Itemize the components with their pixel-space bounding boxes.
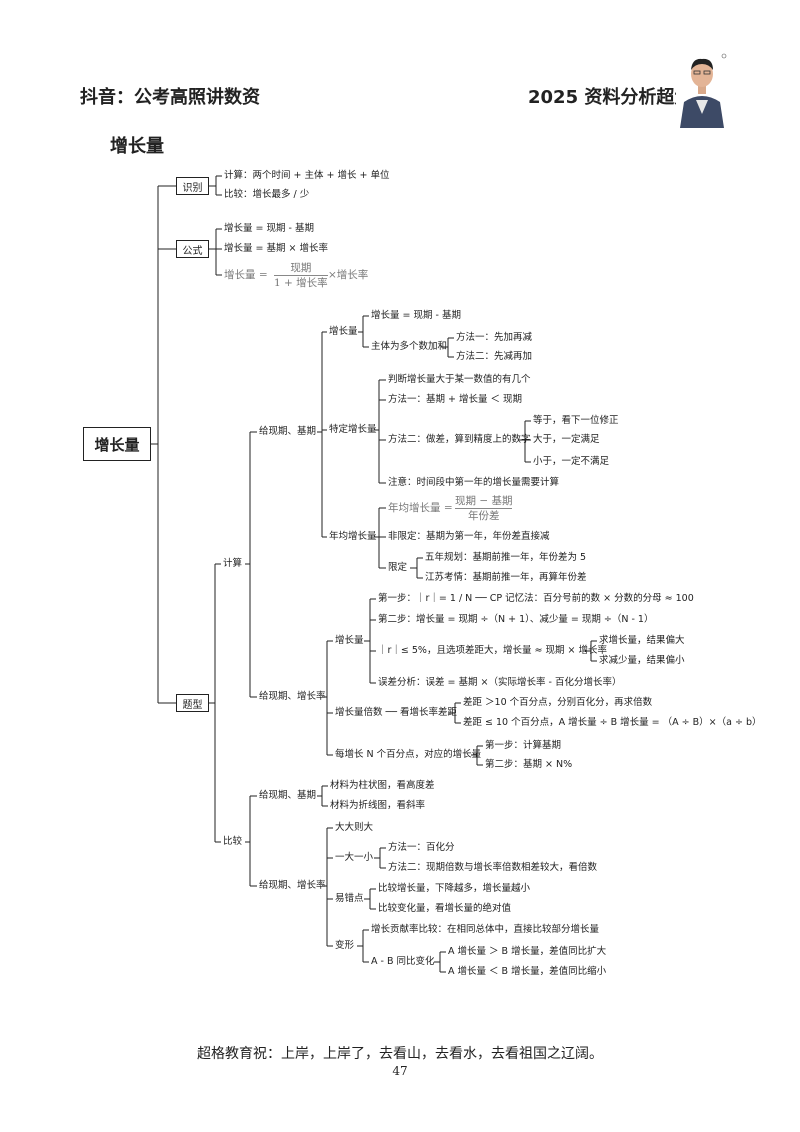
node-zzl-a: 增长量 (329, 326, 358, 337)
node-yd: 一大一小 (335, 852, 374, 863)
zzl-a-method-1: 方法一：先加再减 (456, 332, 533, 343)
tdzzl-item-3a: 等于，看下一位修正 (533, 415, 619, 426)
njzzl-nonlimited: 非限定：基期为第一年，年份差直接减 (388, 531, 550, 542)
mz-step-2: 第二步：基期 × N% (485, 759, 573, 770)
yd-method-2: 方法二：现期倍数与增长率倍数相差较大，看倍数 (388, 862, 598, 873)
yd-method-1: 方法一：百化分 (388, 842, 455, 853)
gongshi-item-2: 增长量 = 基期 × 增长率 (224, 243, 328, 254)
njzzl-formula-fraction: 现期 − 基期 年份差 (455, 495, 513, 522)
zzl-b-step-3a: 求增长量，结果偏大 (599, 635, 685, 646)
node-ab: A - B 同比变化 (371, 956, 435, 967)
node-ycd: 易错点 (335, 893, 364, 904)
njzzl-formula-lhs: 年均增长量 = (388, 502, 453, 514)
zzl-b-step-3b: 求减少量，结果偏小 (599, 655, 685, 666)
gongshi-formula-fraction: 现期 1 + 增长率 (274, 262, 328, 289)
node-bx: 变形 (335, 940, 355, 951)
gongshi-formula-denominator: 1 + 增长率 (274, 277, 328, 289)
njzzl-formula-numerator: 现期 − 基期 (455, 495, 513, 507)
zzl-b-step-2: 第二步：增长量 = 现期 ÷（N + 1）、减少量 = 现期 ÷（N - 1） (378, 614, 654, 625)
tdzzl-item-3c: 小于，一定不满足 (533, 456, 610, 467)
mz-step-1: 第一步：计算基期 (485, 740, 562, 751)
gongshi-formula-numerator: 现期 (290, 262, 312, 274)
tdzzl-item-3: 方法二：做差，算到精度上的数字 (388, 434, 531, 445)
zzl-a-method-2: 方法二：先减再加 (456, 351, 533, 362)
bx-item-1: 增长贡献率比较：在相同总体中，直接比较部分增长量 (371, 924, 600, 935)
node-bijiao-b: 给现期、增长率 (259, 880, 326, 891)
gongshi-item-1: 增长量 = 现期 - 基期 (224, 223, 314, 234)
root-node-box: 增长量 (83, 427, 151, 461)
bs-item-2: 差距 ≤ 10 个百分点，A 增长量 ÷ B 增长量 = （A ÷ B）×（a … (463, 717, 762, 728)
tdzzl-item-4: 注意：时间段中第一年的增长量需要计算 (388, 477, 560, 488)
zzl-b-step-1: 第一步：｜r｜= 1 / N ── CP 记忆法：百分号前的数 × 分数的分母 … (378, 593, 694, 604)
node-njzzl: 年均增长量 (329, 531, 377, 542)
node-jisuan-a: 给现期、基期 (259, 426, 317, 437)
shibie-item-compare: 比较：增长最多 / 少 (224, 189, 310, 200)
node-bs: 增长量倍数 ── 看增长率差距 (335, 707, 457, 718)
njzzl-limited-b: 江苏考情：基期前推一年，再算年份差 (425, 572, 587, 583)
bijiao-b-item-1: 大大则大 (335, 822, 374, 833)
ycd-item-2: 比较变化量，看增长量的绝对值 (378, 903, 512, 914)
node-mz: 每增长 N 个百分点，对应的增长量 (335, 749, 482, 760)
gongshi-formula-lhs: 增长量 = (224, 269, 268, 281)
ycd-item-1: 比较增长量，下降越多，增长量越小 (378, 883, 531, 894)
zzl-b-error: 误差分析：误差 = 基期 ×（实际增长率 - 百化分增长率） (378, 677, 622, 688)
bijiao-a-item-2: 材料为折线图，看斜率 (330, 800, 426, 811)
tdzzl-item-3b: 大于，一定满足 (533, 434, 600, 445)
zzl-b-step-3: ｜r｜≤ 5%，且选项差距大，增长量 ≈ 现期 × 增长率 (378, 645, 607, 656)
node-jisuan: 计算 (223, 558, 243, 569)
presenter-photo (676, 50, 728, 128)
zzl-a-formula: 增长量 = 现期 - 基期 (371, 310, 461, 321)
node-box-shibie: 识别 (176, 177, 209, 195)
page-number: 47 (392, 1064, 408, 1078)
bs-item-1: 差距 ＞10 个百分点，分别百化分，再求倍数 (463, 697, 653, 708)
node-bijiao-a: 给现期、基期 (259, 790, 317, 801)
zzl-a-multi: 主体为多个数加和 (371, 341, 448, 352)
tdzzl-item-2: 方法一：基期 + 增长量 ＜ 现期 (388, 394, 523, 405)
bx-item-2b: A 增长量 ＜ B 增长量，差值同比缩小 (448, 966, 607, 977)
bijiao-a-item-1: 材料为柱状图，看高度差 (330, 780, 435, 791)
gongshi-formula-rhs: ×增长率 (328, 269, 369, 281)
node-jisuan-b: 给现期、增长率 (259, 691, 326, 702)
fraction-bar (274, 275, 328, 276)
footer-slogan: 超格教育祝：上岸，上岸了，去看山，去看水，去看祖国之辽阔。 (197, 1046, 603, 1062)
tdzzl-item-1: 判断增长量大于某一数值的有几个 (388, 374, 531, 385)
node-zzl-b: 增长量 (335, 635, 364, 646)
bx-item-2a: A 增长量 ＞ B 增长量，差值同比扩大 (448, 946, 607, 957)
header-left-text: 抖音：公考高照讲数资 (80, 87, 260, 108)
node-box-gongshi: 公式 (176, 240, 209, 258)
header-right-text: 2025 资料分析超大杯 (528, 87, 711, 108)
page-title: 增长量 (110, 136, 164, 157)
fraction-bar (455, 508, 513, 509)
njzzl-formula-denominator: 年份差 (467, 510, 500, 522)
njzzl-limited-a: 五年规划：基期前推一年，年份差为 5 (425, 552, 587, 563)
njzzl-limited: 限定 (388, 562, 408, 573)
node-bijiao: 比较 (223, 836, 243, 847)
node-box-tixing: 题型 (176, 694, 209, 712)
node-tdzzl: 特定增长量 (329, 424, 377, 435)
shibie-item-calc: 计算：两个时间 + 主体 + 增长 + 单位 (224, 170, 390, 181)
